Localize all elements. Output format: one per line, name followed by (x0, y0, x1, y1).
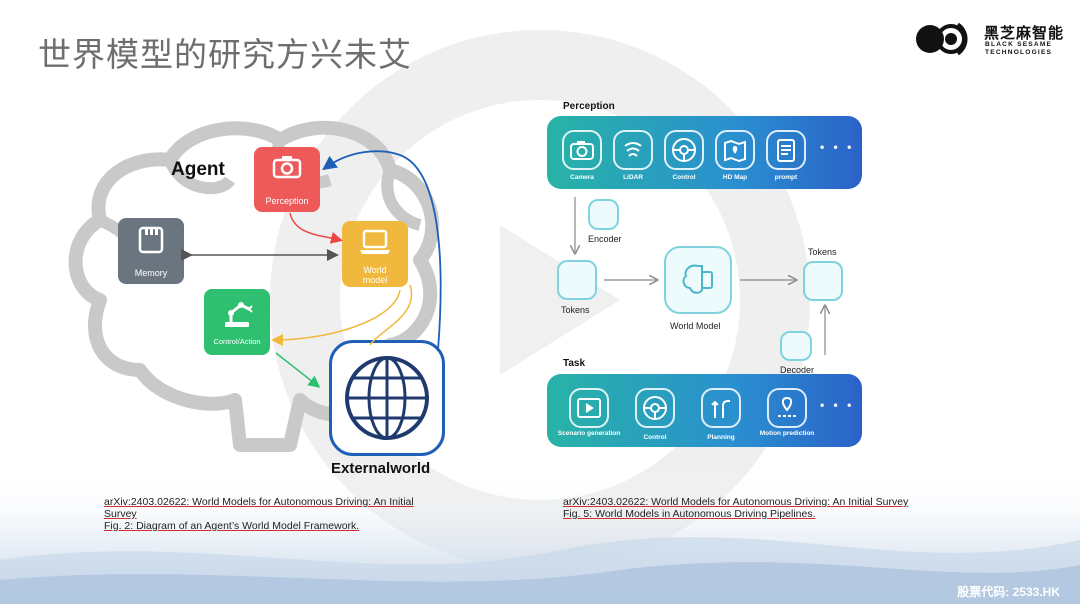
motion-tile (767, 388, 807, 428)
perception-item-lidar: LiDAR (623, 174, 643, 181)
control-tile (664, 130, 704, 170)
tokens-left-label: Tokens (561, 305, 590, 315)
map-icon (724, 139, 746, 163)
play-video-icon (577, 398, 601, 418)
planning-tile (701, 388, 741, 428)
world-model-node: World model (342, 221, 408, 287)
task-control-tile (635, 388, 675, 428)
left-caption-line2: Survey (104, 508, 137, 520)
background-waves (0, 470, 1080, 604)
left-caption-line3: Fig. 2: Diagram of an Agent’s World Mode… (104, 520, 360, 532)
world-model-label: World model (362, 265, 388, 285)
external-world-node (329, 340, 445, 456)
memory-node: Memory (118, 218, 184, 284)
tokens-left-icon (557, 260, 597, 300)
perception-item-hd-map: HD Map (722, 174, 748, 181)
task-item-scenario: Scenario generation (557, 430, 621, 437)
left-caption: arXiv:2403.02622: World Models for Auton… (104, 496, 464, 532)
logo-text-en: BLACK SESAME TECHNOLOGIES (985, 41, 1053, 56)
laptop-icon (360, 229, 390, 254)
robot-arm-icon (225, 302, 253, 327)
prompt-tile (766, 130, 806, 170)
tokens-right-label: Tokens (808, 247, 837, 257)
camera-icon (570, 141, 594, 160)
external-world-label: Externalworld (331, 460, 431, 477)
encoder-label: Encoder (588, 234, 622, 244)
perception-item-control: Control (672, 174, 696, 181)
agent-label: Agent (171, 159, 225, 180)
memory-label: Memory (134, 268, 168, 278)
perception-item-prompt: prompt (774, 174, 798, 181)
steering-wheel-icon (672, 138, 696, 162)
decoder-icon (780, 331, 812, 361)
tokens-right-icon (803, 261, 843, 301)
perception-more-dots: • • • (820, 140, 855, 154)
logo-text-cn: 黑芝麻智能 (984, 24, 1065, 42)
right-caption: arXiv:2403.02622: World Models for Auton… (563, 496, 983, 520)
globe-icon (345, 356, 429, 440)
stock-code: 股票代码: 2533.HK (957, 585, 1060, 599)
slide-title: 世界模型的研究方兴未艾 (38, 35, 412, 74)
perception-label: Perception (265, 196, 309, 206)
right-caption-line2: Fig. 5: World Models in Autonomous Drivi… (563, 508, 816, 520)
world-model-flow-label: World Model (670, 321, 721, 331)
encoder-icon (588, 199, 619, 230)
decoder-label: Decoder (780, 365, 815, 375)
camera-icon (272, 156, 302, 179)
lidar-tile (613, 130, 653, 170)
task-item-control: Control (643, 434, 667, 441)
perception-node: Perception (254, 147, 320, 212)
world-model-icon (664, 246, 732, 314)
perception-bar (547, 116, 862, 189)
perception-item-camera: Camera (570, 174, 594, 181)
perception-section-title: Perception (563, 101, 615, 112)
scenario-tile (569, 388, 609, 428)
brain-chip-icon (682, 264, 713, 294)
black-sesame-logo-icon (916, 22, 968, 56)
left-caption-line1: arXiv:2403.02622: World Models for Auton… (104, 496, 414, 508)
task-more-dots: • • • (820, 398, 855, 412)
camera-tile (562, 130, 602, 170)
memory-card-icon (138, 226, 164, 254)
steering-wheel-icon (643, 396, 667, 420)
hd-map-tile (715, 130, 755, 170)
control-action-node: Control/Action (204, 289, 270, 355)
lidar-icon (624, 142, 642, 157)
document-icon (777, 139, 795, 162)
control-action-label: Control/Action (213, 337, 261, 346)
task-item-planning: Planning (707, 434, 735, 441)
route-icon (711, 400, 730, 418)
task-section-title: Task (563, 358, 586, 369)
task-item-motion: Motion prediction (759, 430, 815, 437)
right-caption-line1: arXiv:2403.02622: World Models for Auton… (563, 496, 909, 508)
location-pin-icon (778, 396, 796, 417)
